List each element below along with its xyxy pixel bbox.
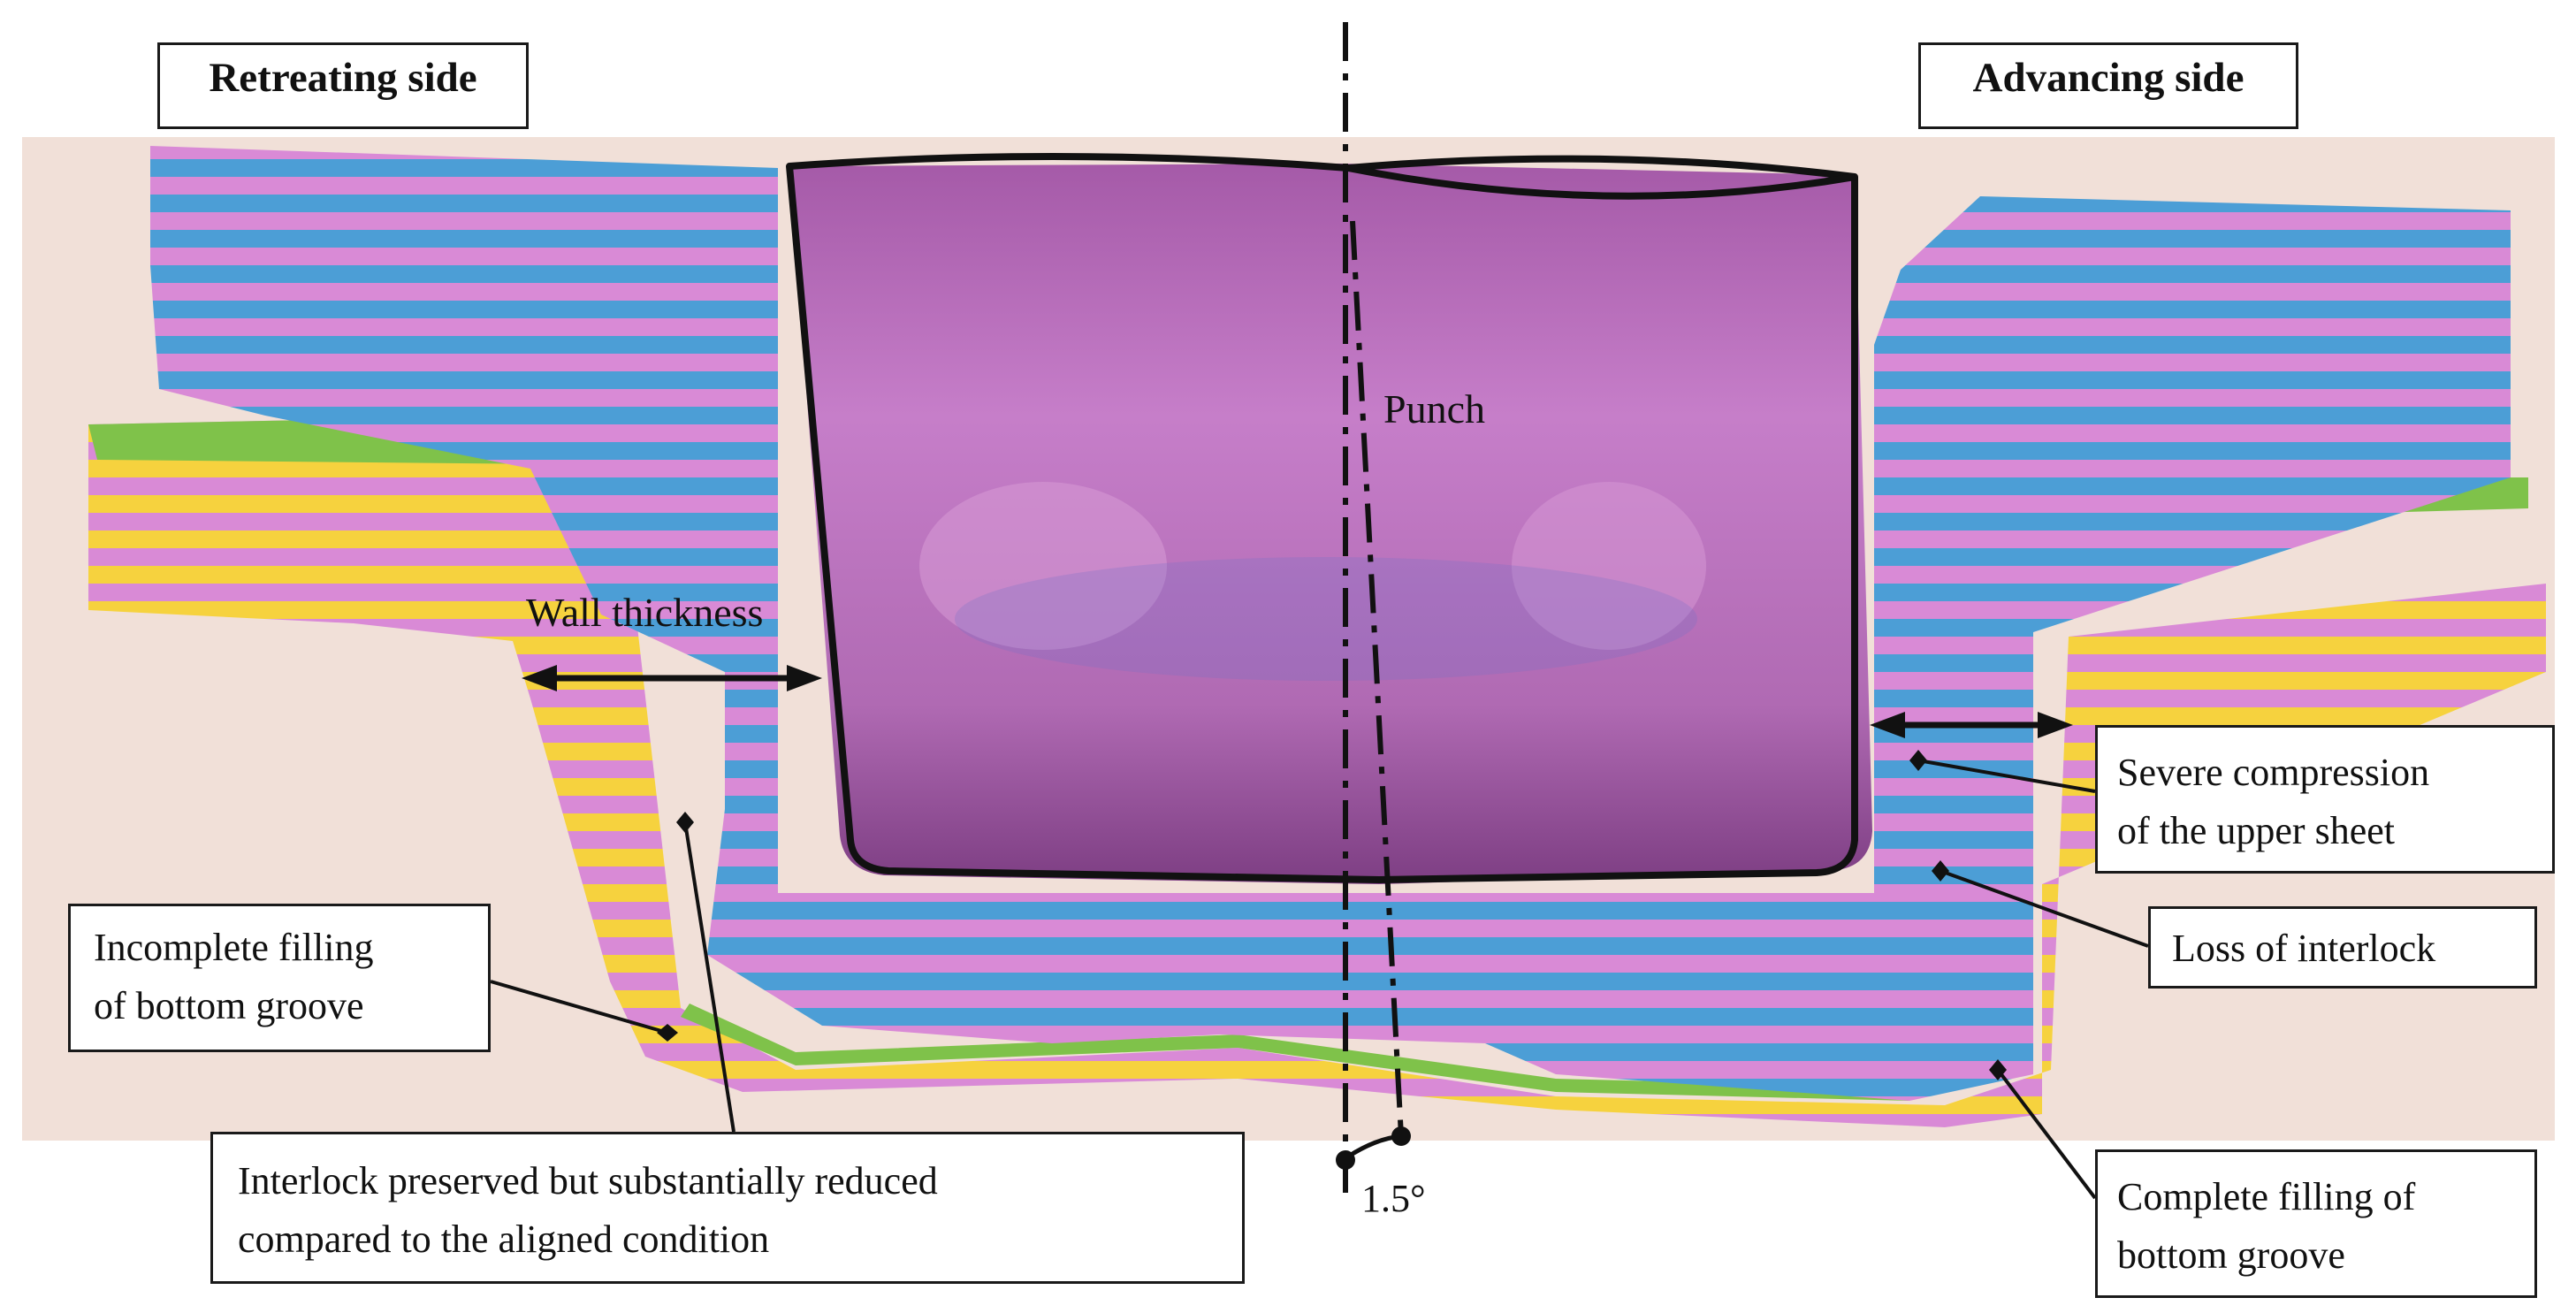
double-arrow-icon (522, 665, 822, 691)
punch (789, 164, 1872, 884)
punch-label: Punch (1383, 386, 1485, 431)
leader-endpoints (657, 750, 2007, 1080)
punch-outline (786, 152, 1858, 883)
retreating-side-label: Retreating side (157, 42, 529, 129)
complete-filling-callout: Complete filling of bottom groove (2095, 1149, 2537, 1298)
advancing-side-label: Advancing side (1918, 42, 2298, 129)
leader-line-icon (490, 759, 2149, 1200)
incomplete-filling-callout: Incomplete filling of bottom groove (68, 904, 491, 1052)
interlock-preserved-callout: Interlock preserved but substantially re… (210, 1132, 1245, 1284)
angle-icon (1336, 1126, 1411, 1170)
punch-top-curve (1347, 164, 1856, 200)
loss-of-interlock-callout: Loss of interlock (2148, 906, 2537, 989)
inclined-axis (1350, 220, 1404, 1137)
severe-compression-callout: Severe compression of the upper sheet (2095, 725, 2555, 874)
double-arrow-icon (1870, 712, 2073, 738)
wall-thickness-label: Wall thickness (526, 590, 763, 635)
upper-sheet-layers (150, 146, 2511, 1101)
angle-label: 1.5° (1361, 1177, 1426, 1220)
